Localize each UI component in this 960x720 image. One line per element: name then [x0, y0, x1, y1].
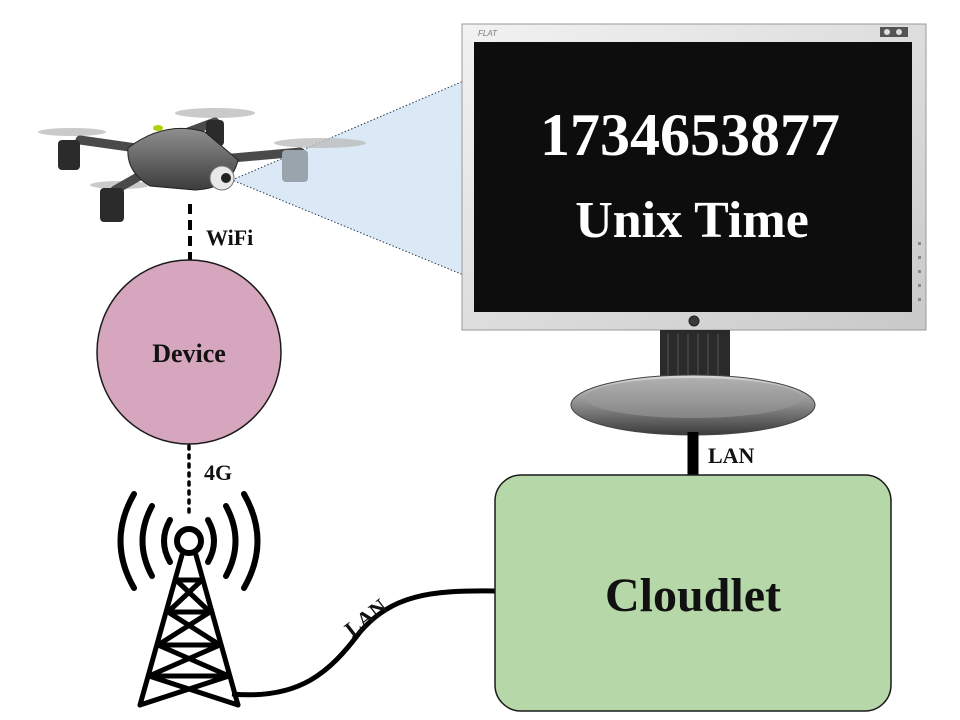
cloudlet-label: Cloudlet	[605, 569, 781, 622]
drone-icon	[38, 108, 366, 222]
device-node	[96, 259, 282, 445]
cell-tower-icon	[117, 491, 261, 708]
monitor-side-buttons	[918, 242, 921, 301]
monitor-caption: Unix Time	[575, 192, 809, 249]
monitor-brand-label: FLAT	[478, 29, 498, 38]
lan-label-monitor: LAN	[708, 443, 755, 468]
cloudlet-node	[494, 474, 892, 712]
camera-view-cone	[230, 79, 467, 277]
monitor-screen	[474, 42, 912, 312]
lan-label-tower: LAN	[340, 594, 392, 642]
monitor: FLAT 1734653877 Unix Time	[461, 23, 927, 436]
lan-link-tower-cloudlet	[231, 588, 497, 698]
cellular-label: 4G	[204, 460, 232, 485]
monitor-corner-badge	[880, 27, 908, 37]
monitor-timestamp: 1734653877	[540, 102, 840, 168]
monitor-power-icon	[688, 315, 700, 327]
wifi-label: WiFi	[206, 225, 253, 250]
device-label: Device	[152, 339, 226, 368]
